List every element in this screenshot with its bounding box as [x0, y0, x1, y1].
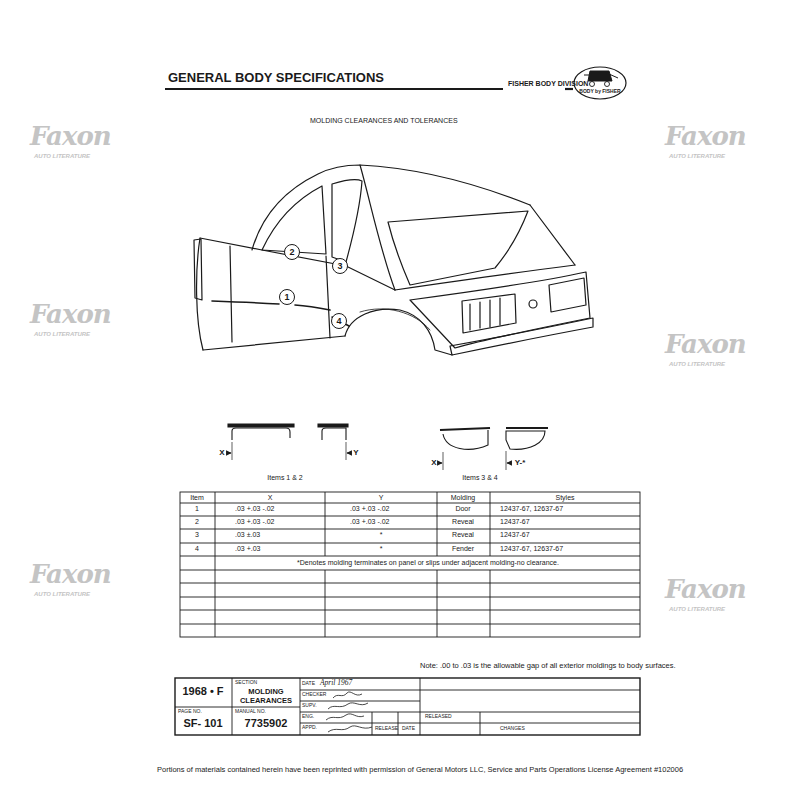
watermark: Faxon: [665, 330, 746, 360]
field-label: DATE: [302, 681, 315, 687]
callout-number: 3: [337, 262, 342, 271]
field-label: CHECKER: [302, 692, 326, 698]
table-cell: 12437-67, 12637-67: [500, 545, 563, 553]
car-body-drawing: [194, 165, 593, 355]
table-cell: .03 ±.03: [235, 531, 260, 539]
table-cell: *: [380, 545, 383, 553]
dimension-label: X: [219, 448, 224, 457]
header-rule: [565, 88, 573, 90]
figure-caption: Items 1 & 2: [267, 474, 302, 482]
watermark: Faxon: [665, 575, 746, 605]
watermark: AUTO LITERATURE: [669, 361, 725, 368]
table-cell: Reveal: [452, 518, 474, 526]
table-grid: [180, 492, 640, 637]
table-cell: .03 +.03 -.02: [350, 518, 390, 526]
page-number: SF- 101: [183, 717, 222, 730]
table-cell: 12437-67: [500, 518, 530, 526]
table-cell: 4: [195, 545, 199, 553]
footer-credit: Portions of materials contained herein h…: [157, 766, 683, 775]
callout-circle: 3: [332, 258, 348, 274]
field-label: SUPV.: [302, 703, 317, 709]
callout-circle: 4: [331, 313, 347, 329]
table-cell: *: [380, 531, 383, 539]
field-label: DATE: [402, 726, 415, 732]
table-cell: 3: [195, 531, 199, 539]
table-cell: Fender: [452, 545, 474, 553]
section-view: [439, 428, 548, 470]
manual-number: 7735902: [245, 717, 288, 730]
table-cell: 2: [195, 518, 199, 526]
table-cell: 12437-67, 12637-67: [500, 505, 563, 513]
logo-text: BODY by FISHER: [579, 89, 620, 95]
header-rule: [165, 88, 503, 90]
table-cell: 1: [195, 505, 199, 513]
watermark: Faxon: [30, 300, 111, 330]
dimension-label: Y: [353, 448, 358, 457]
page-title: GENERAL BODY SPECIFICATIONS: [168, 71, 384, 86]
table-cell: .03 +.03: [235, 545, 261, 553]
field-label: APPD.: [302, 725, 317, 731]
table-header: Item: [190, 494, 204, 502]
field-value: April 1967: [320, 679, 352, 688]
table-cell: .03 +.03 -.02: [350, 505, 390, 513]
callout-circle: 1: [279, 289, 295, 305]
section-code: 1968 • F: [182, 685, 223, 698]
section-name: MOLDING CLEARANCES: [234, 688, 298, 705]
division-name: FISHER BODY DIVISION: [508, 80, 588, 88]
field-label: RELEASE: [375, 726, 398, 732]
watermark: AUTO LITERATURE: [669, 153, 725, 160]
callout-number: 2: [289, 248, 294, 257]
table-cell: Door: [455, 505, 470, 513]
table-footnote: *Denotes molding terminates on panel or …: [297, 559, 559, 567]
table-cell: 12437-67: [500, 531, 530, 539]
dimension-label: Y-*: [515, 458, 526, 467]
table-header: Styles: [555, 494, 574, 502]
watermark: Faxon: [30, 122, 111, 152]
watermark: AUTO LITERATURE: [34, 591, 90, 598]
field-label: CHANGES: [500, 726, 525, 732]
table-cell: .03 +.03 -.02: [235, 505, 275, 513]
field-label: SECTION: [235, 680, 257, 686]
field-label: ENG.: [302, 714, 314, 720]
callout-number: 1: [284, 293, 289, 302]
title-block-grid: [175, 678, 640, 735]
callout-number: 4: [336, 317, 341, 326]
watermark: AUTO LITERATURE: [34, 331, 90, 338]
section-heading: MOLDING CLEARANCES AND TOLERANCES: [310, 117, 458, 125]
table-cell: .03 +.03 -.02: [235, 518, 275, 526]
watermark: Faxon: [665, 122, 746, 152]
watermark: AUTO LITERATURE: [34, 153, 90, 160]
section-view: [227, 424, 351, 460]
field-label: MANUAL NO.: [235, 709, 266, 715]
watermark: Faxon: [30, 560, 111, 590]
table-header: Y: [379, 494, 384, 502]
field-label: RELEASED: [425, 714, 452, 720]
table-header: X: [268, 494, 273, 502]
dimension-label: X: [431, 458, 436, 467]
note: Note: .00 to .03 is the allowable gap of…: [420, 662, 676, 671]
callout-circle: 2: [284, 244, 300, 260]
watermark: AUTO LITERATURE: [669, 606, 725, 613]
field-label: PAGE NO.: [178, 709, 202, 715]
table-cell: Reveal: [452, 531, 474, 539]
figure-caption: Items 3 & 4: [462, 474, 497, 482]
table-header: Molding: [451, 494, 476, 502]
